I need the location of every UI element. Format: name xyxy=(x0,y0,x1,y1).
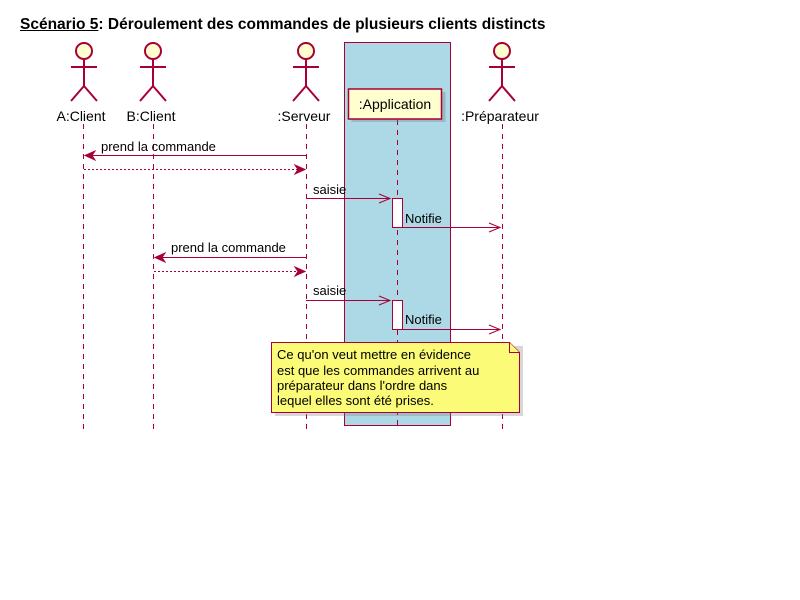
participant-application-header xyxy=(347,88,443,120)
message-4-arrow xyxy=(403,222,502,233)
note-line-3: préparateur dans l'ordre dans xyxy=(277,378,448,393)
note-line-4: lequel elles sont été prises. xyxy=(277,393,434,408)
message-2-arrow xyxy=(84,163,307,176)
actor-preparateur-icon xyxy=(488,42,516,102)
message-1-arrow xyxy=(83,149,306,162)
message-6-arrow xyxy=(154,265,307,278)
participant-label-a-client: A:Client xyxy=(56,108,105,124)
activation-bar-1 xyxy=(392,198,403,228)
message-8-arrow xyxy=(403,324,502,335)
message-7-label: saisie xyxy=(313,283,346,298)
message-1-label: prend la commande xyxy=(101,139,216,154)
participant-label-preparateur: :Préparateur xyxy=(461,108,539,124)
message-4-label: Notifie xyxy=(405,211,442,226)
note-line-1: Ce qu'on veut mettre en évidence xyxy=(277,347,471,362)
message-5-arrow xyxy=(153,251,306,264)
message-7-arrow xyxy=(306,295,392,306)
message-8-label: Notifie xyxy=(405,312,442,327)
message-3-label: saisie xyxy=(313,182,346,197)
message-5-label: prend la commande xyxy=(171,240,286,255)
note-line-2: est que les commandes arrivent au xyxy=(277,363,479,378)
diagram-title: Scénario 5: Déroulement des commandes de… xyxy=(20,16,545,34)
message-3-arrow xyxy=(306,193,392,204)
actor-b-client-icon xyxy=(139,42,167,102)
activation-bar-2 xyxy=(392,300,403,330)
participant-label-application: :Application xyxy=(359,96,431,112)
actor-serveur-icon xyxy=(292,42,320,102)
note: Ce qu'on veut mettre en évidence est que… xyxy=(271,342,523,416)
participant-label-serveur: :Serveur xyxy=(278,108,331,124)
title-text: : Déroulement des commandes de plusieurs… xyxy=(98,16,546,33)
participant-label-b-client: B:Client xyxy=(126,108,175,124)
actor-a-client-icon xyxy=(70,42,98,102)
title-scenario: Scénario 5 xyxy=(20,16,99,33)
